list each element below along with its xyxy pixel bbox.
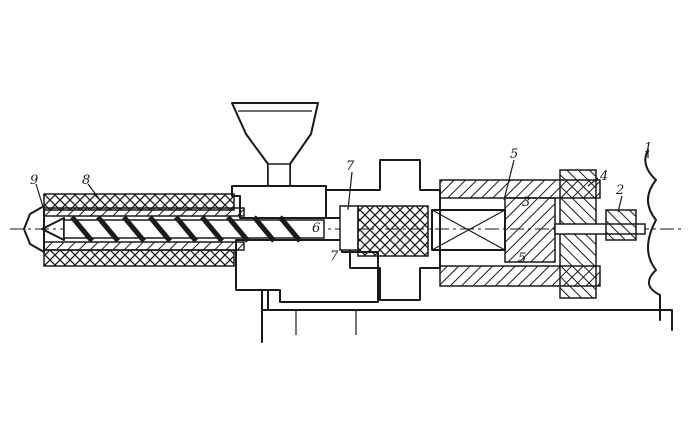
callout-2: 2 (615, 183, 624, 198)
callout-8: 8 (82, 173, 90, 188)
screw (41, 215, 325, 243)
motor-block (325, 159, 441, 301)
callout-5-bottom: 5 (518, 251, 526, 266)
callout-6: 6 (312, 221, 320, 236)
callout-5-top: 5 (510, 147, 518, 162)
callout-9: 9 (30, 173, 38, 188)
piston-rod (554, 209, 646, 241)
hopper (231, 102, 319, 187)
callout-7-top: 7 (346, 159, 355, 174)
callout-7-bottom: 7 (330, 249, 339, 264)
nozzle (23, 205, 45, 253)
leader-lines (35, 150, 649, 213)
base-plate (261, 289, 673, 343)
callout-1: 1 (644, 141, 652, 156)
piston (431, 197, 556, 263)
frame-break-line (644, 149, 661, 321)
callout-3: 3 (522, 195, 530, 210)
heater-bands-lower (43, 249, 235, 267)
callout-4: 4 (599, 169, 608, 184)
